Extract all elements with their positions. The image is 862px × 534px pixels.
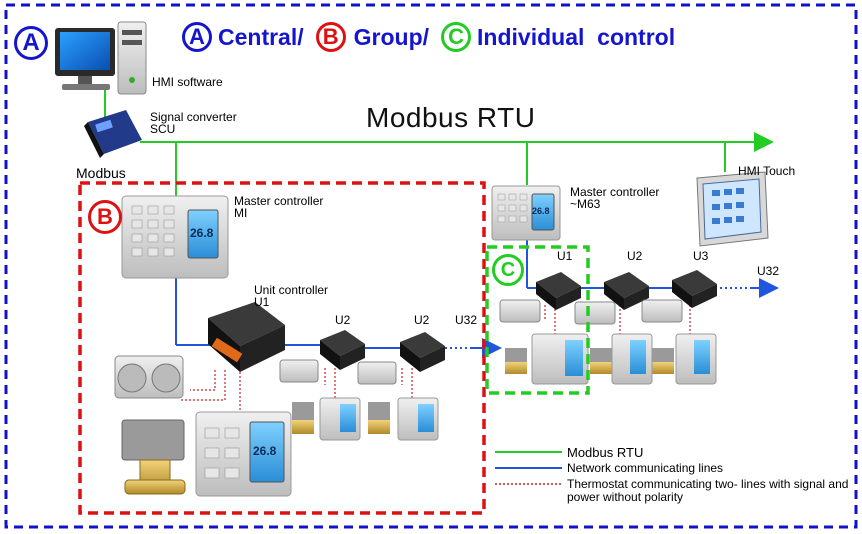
signal-converter-label: Signal converter <box>150 110 237 124</box>
outer-frame <box>4 3 858 529</box>
individual-unit-label: U32 <box>757 264 780 278</box>
fan-coil-icon <box>114 355 184 399</box>
display-reading-m63: 26.8 <box>532 206 550 216</box>
group-control-box <box>78 181 486 515</box>
individual-unit-label: U3 <box>693 249 709 263</box>
title-central: Central/ <box>218 23 304 50</box>
hmi-touch-panel-icon <box>696 171 769 247</box>
master-mi-model-label: MI <box>234 206 248 220</box>
signal-converter-icon <box>84 110 142 158</box>
legend-modbus-rtu: Modbus RTU <box>567 445 644 460</box>
legend-network-lines: Network communicating lines <box>567 461 724 475</box>
individual-unit-label: U1 <box>557 249 573 263</box>
hmi-software-label: HMI software <box>152 75 223 89</box>
modbus-rtu-bus-label: Modbus RTU <box>366 102 536 133</box>
title-badge-c: C <box>441 22 472 52</box>
display-reading-group-thermostat: 26.8 <box>253 444 277 458</box>
master-controller-mi-icon <box>121 195 229 279</box>
hmi-computer-icon <box>55 21 147 95</box>
title-group: Group/ <box>353 23 430 50</box>
master-controller-m63-icon <box>491 185 561 241</box>
group-terminal-devices <box>279 359 439 441</box>
motorized-valve-icon <box>121 419 186 495</box>
title-badge-a: A <box>182 22 212 52</box>
group-unit-label: U2 <box>335 313 351 327</box>
master-m63-label: Master controller <box>570 185 660 199</box>
diagram-title: A Central/ B Group/ C Individual control <box>182 22 675 52</box>
individual-terminal-devices <box>499 299 717 385</box>
legend-thermostat-lines: Thermostat communicating two- lines with… <box>567 477 849 504</box>
individual-control-box <box>485 245 590 395</box>
individual-badge-c: C <box>492 254 524 286</box>
group-unit-label: U32 <box>455 313 478 327</box>
group-unit-controller-icons <box>320 330 445 372</box>
title-individual: Individual control <box>477 23 676 50</box>
display-reading-mi: 26.8 <box>190 226 214 240</box>
modbus-label: Modbus <box>76 165 126 181</box>
group-thermostat-icon <box>195 411 292 497</box>
modbus-bus-lines <box>104 88 774 200</box>
master-mi-label: Master controller <box>234 194 324 208</box>
hmi-touch-label: HMI Touch <box>738 164 796 178</box>
corner-badge-a: A <box>14 26 48 60</box>
scu-label: SCU <box>150 122 176 136</box>
unit-controller-u1-label: U1 <box>254 295 270 309</box>
title-badge-b: B <box>315 22 346 52</box>
group-unit-label: U2 <box>414 313 430 327</box>
individual-unit-label: U2 <box>627 249 643 263</box>
master-m63-model-label: ~M63 <box>570 197 601 211</box>
group-badge-b: B <box>88 200 122 234</box>
unit-controller-u1-icon <box>208 302 285 372</box>
unit-controller-label: Unit controller <box>254 283 329 297</box>
individual-unit-controller-icons <box>536 270 717 310</box>
